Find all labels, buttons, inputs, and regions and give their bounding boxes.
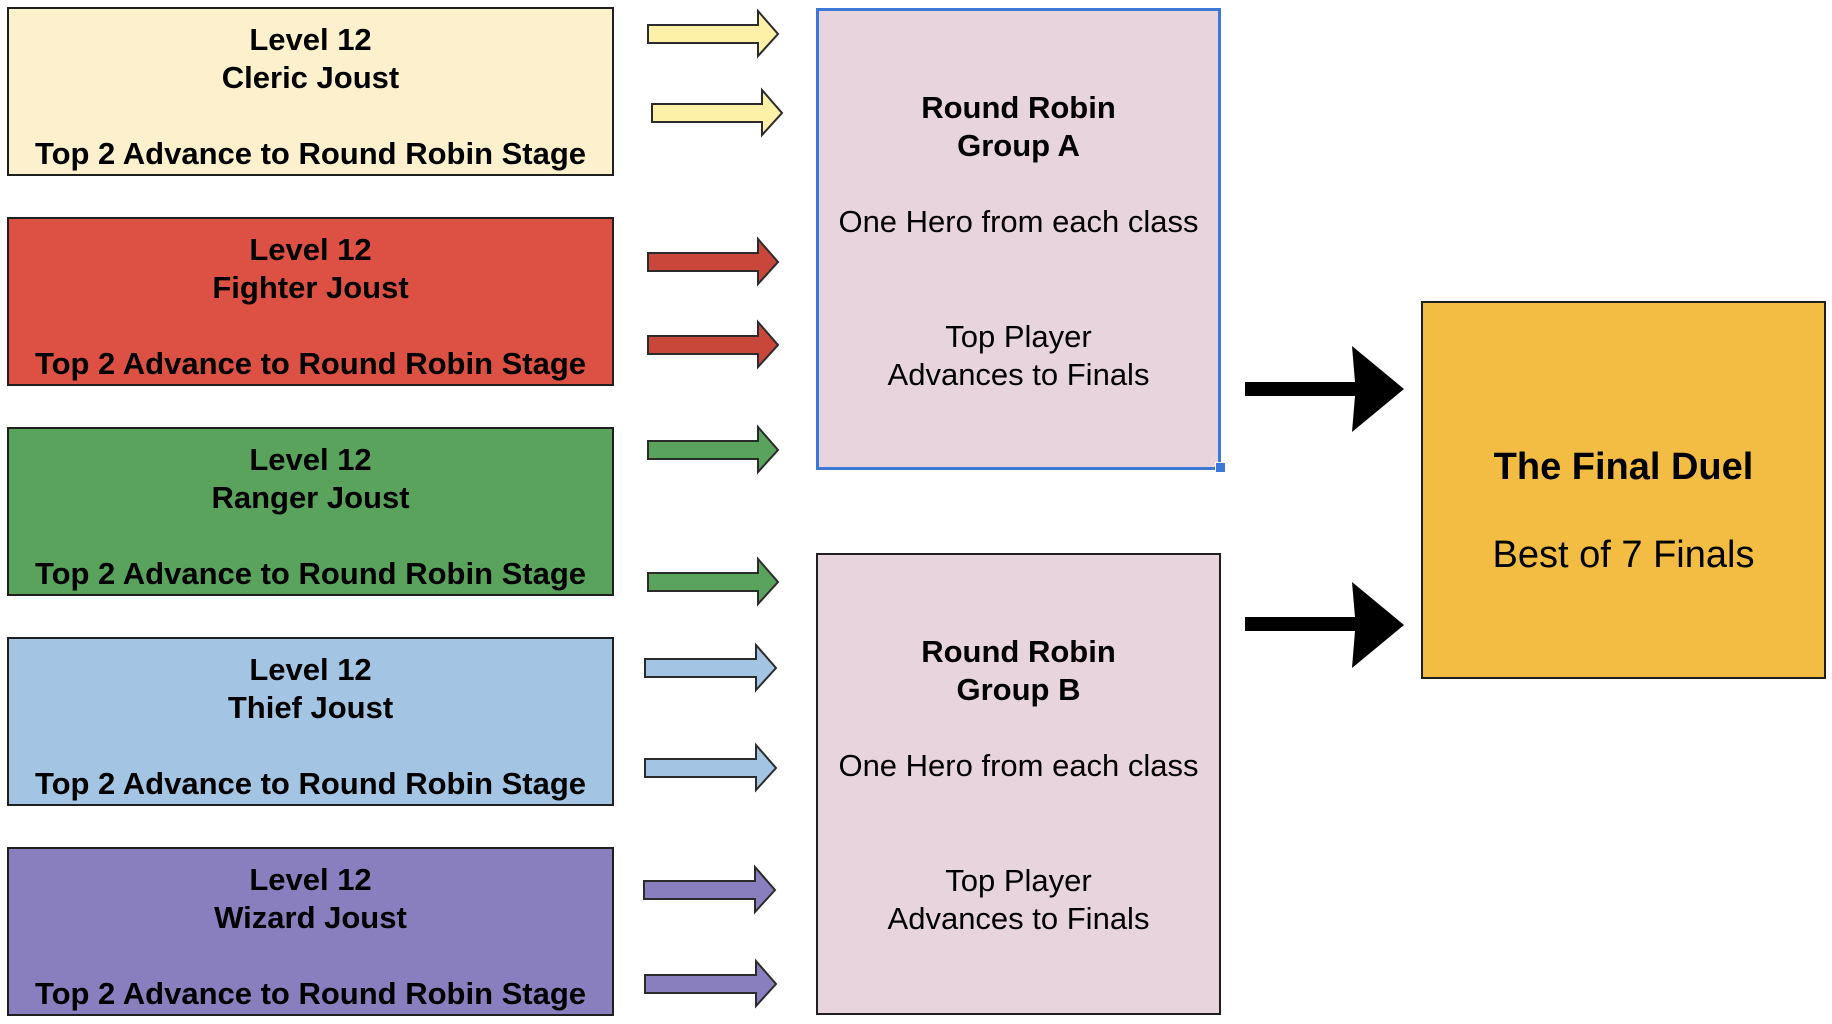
joust-name: Fighter Joust [212,270,409,305]
round-robin-group-a-box[interactable]: Round Robin Group A One Hero from each c… [816,8,1221,470]
arrow-thief-1[interactable] [644,642,778,693]
group-name: Group B [956,672,1081,707]
joust-box-fighter[interactable]: Level 12 Fighter Joust Top 2 Advance to … [7,217,614,386]
joust-level: Level 12 [249,22,372,57]
group-result-line2: Advances to Finals [887,901,1150,936]
joust-advance-text: Top 2 Advance to Round Robin Stage [34,346,587,381]
arrow-group-b-to-final[interactable] [1245,582,1404,668]
arrow-ranger-2[interactable] [647,556,780,607]
arrow-ranger-1[interactable] [647,424,780,475]
group-description: One Hero from each class [838,204,1199,239]
final-title: The Final Duel [1493,446,1754,488]
joust-advance-text: Top 2 Advance to Round Robin Stage [34,976,587,1011]
arrow-thief-2[interactable] [644,742,778,793]
joust-advance-text: Top 2 Advance to Round Robin Stage [34,766,587,801]
arrow-cleric-2[interactable] [651,87,784,138]
selection-resize-handle[interactable] [1215,462,1226,473]
joust-name: Thief Joust [227,690,394,725]
joust-name: Cleric Joust [221,60,400,95]
joust-level: Level 12 [249,232,372,267]
group-description: One Hero from each class [838,748,1199,783]
group-title: Round Robin [921,90,1116,125]
final-subtitle: Best of 7 Finals [1492,534,1755,576]
joust-level: Level 12 [249,862,372,897]
joust-level: Level 12 [249,442,372,477]
arrow-fighter-1[interactable] [647,236,780,287]
joust-name: Wizard Joust [214,900,407,935]
arrow-wizard-2[interactable] [644,958,778,1009]
joust-box-wizard[interactable]: Level 12 Wizard Joust Top 2 Advance to R… [7,847,614,1016]
arrow-wizard-1[interactable] [643,864,777,915]
arrow-fighter-2[interactable] [647,319,780,370]
joust-advance-text: Top 2 Advance to Round Robin Stage [34,556,587,591]
joust-advance-text: Top 2 Advance to Round Robin Stage [34,136,587,171]
group-result-line1: Top Player [945,319,1092,354]
arrow-cleric-1[interactable] [647,8,780,59]
group-result-line1: Top Player [945,863,1092,898]
joust-box-ranger[interactable]: Level 12 Ranger Joust Top 2 Advance to R… [7,427,614,596]
arrow-group-a-to-final[interactable] [1245,346,1404,432]
final-duel-box[interactable]: The Final Duel Best of 7 Finals [1421,301,1826,679]
joust-box-thief[interactable]: Level 12 Thief Joust Top 2 Advance to Ro… [7,637,614,806]
joust-level: Level 12 [249,652,372,687]
group-result-line2: Advances to Finals [887,357,1150,392]
group-title: Round Robin [921,634,1116,669]
group-name: Group A [957,128,1080,163]
round-robin-group-b-box[interactable]: Round Robin Group B One Hero from each c… [816,553,1221,1015]
joust-box-cleric[interactable]: Level 12 Cleric Joust Top 2 Advance to R… [7,7,614,176]
joust-name: Ranger Joust [211,480,410,515]
